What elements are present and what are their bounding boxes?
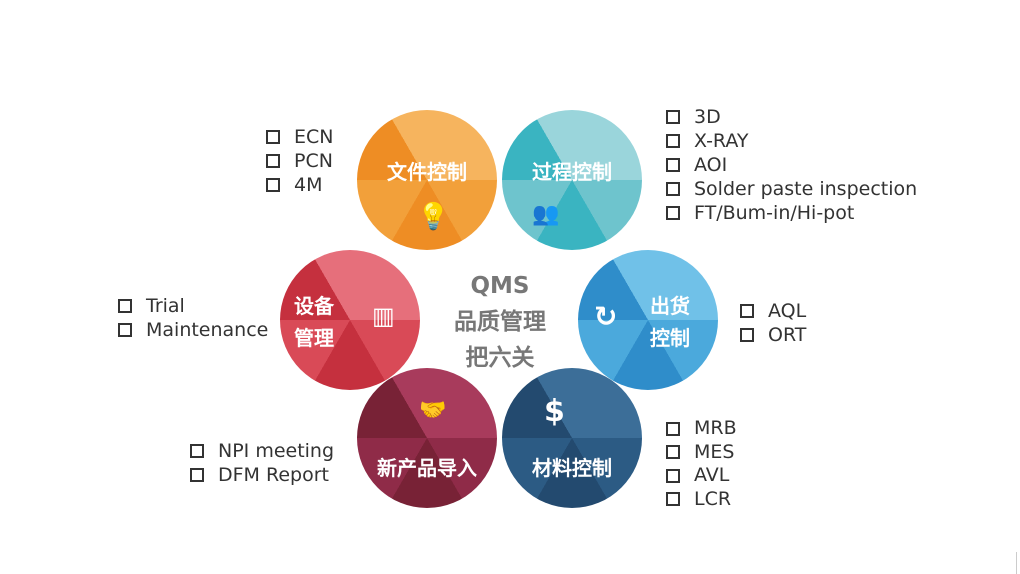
circle-document-control: 文件控制 💡 — [357, 110, 497, 250]
checkbox-square-icon — [740, 304, 754, 318]
list-item-label: AOI — [694, 154, 728, 176]
list-item: MES — [666, 441, 737, 465]
list-item-label: ECN — [294, 126, 334, 148]
circle-label-line2: 管理 — [294, 326, 334, 350]
list-item-label: MRB — [694, 417, 737, 439]
list-item: Trial — [118, 294, 268, 318]
checkbox-square-icon — [666, 158, 680, 172]
circle-label: 过程控制 — [532, 160, 612, 184]
list-item-label: X-RAY — [694, 130, 749, 152]
bar-chart-icon: ▥ — [372, 302, 395, 330]
circle-new-product-introduction: 新产品导入 🤝 — [357, 368, 497, 508]
checkbox-square-icon — [666, 468, 680, 483]
circle-label: 新产品导入 — [377, 456, 477, 480]
list-item-label: LCR — [694, 487, 732, 510]
list-item: ECN — [266, 125, 333, 149]
circle-label-line1: 设备 — [294, 294, 334, 318]
circle-label-line2: 控制 — [650, 326, 690, 350]
circle-process-control: 过程控制 👥 — [502, 110, 642, 250]
list-item-label: PCN — [294, 150, 333, 172]
checkbox-square-icon — [190, 468, 204, 482]
checkbox-square-icon — [190, 444, 204, 458]
checkbox-square-icon — [666, 492, 680, 507]
circle-label-line1: 出货 — [650, 294, 690, 318]
checkbox-square-icon — [666, 445, 680, 460]
circle-label: 文件控制 — [387, 160, 467, 184]
list-item: ORT — [740, 323, 806, 347]
list-item: DFM Report — [190, 463, 334, 487]
list-item: 3D — [666, 105, 917, 129]
center-line2: 品质管理 — [454, 309, 546, 335]
list-item-label: ORT — [768, 324, 807, 346]
checkbox-square-icon — [118, 323, 132, 337]
list-item-label: DFM Report — [218, 464, 329, 486]
list-item: Maintenance — [118, 318, 268, 342]
list-item-label: FT/Bum-in/Hi-pot — [694, 202, 855, 224]
checkbox-square-icon — [266, 130, 280, 144]
list-item-label: MES — [694, 440, 735, 463]
circle-material-control: 材料控制 $ — [502, 368, 642, 508]
dollar-icon: $ — [544, 394, 565, 429]
list-item: NPI meeting — [190, 439, 334, 463]
list-item: AOI — [666, 153, 917, 177]
center-line1: QMS — [470, 273, 530, 299]
list-item-label: AQL — [768, 300, 807, 322]
list-item-label: Maintenance — [146, 319, 269, 341]
list-item-label: NPI meeting — [218, 440, 335, 462]
list-item-label: Trial — [146, 295, 185, 317]
center-title: QMS 品质管理 把六关 — [430, 268, 570, 376]
checkbox-square-icon — [118, 299, 132, 313]
list-item: Solder paste inspection — [666, 177, 917, 201]
checkbox-square-icon — [740, 328, 754, 342]
handshake-icon: 🤝 — [419, 398, 447, 423]
circle-equipment-management: 设备 管理 ▥ — [280, 250, 420, 390]
list-item-label: 3D — [694, 106, 721, 128]
list-item-label: AVL — [694, 464, 730, 486]
cycle-icon: ↻ — [594, 300, 618, 333]
circles-area: 文件控制 💡 过程控制 👥 设备 管理 ▥ 出货 控制 ↻ 新产品导入 🤝 材料… — [280, 110, 718, 508]
list-item: X-RAY — [666, 129, 917, 153]
list-item: FT/Bum-in/Hi-pot — [666, 201, 917, 225]
list-item-label: 4M — [294, 174, 323, 196]
list-item: 4M — [266, 173, 333, 197]
checkbox-square-icon — [666, 182, 680, 196]
lightbulb-icon: 💡 — [417, 202, 450, 232]
checkbox-square-icon — [266, 154, 280, 168]
list-item: LCR — [666, 488, 737, 512]
list-item: AQL — [740, 299, 806, 323]
checkbox-square-icon — [666, 134, 680, 148]
checkbox-square-icon — [666, 421, 680, 436]
checkbox-square-icon — [666, 206, 680, 220]
center-line3: 把六关 — [465, 345, 535, 371]
checkbox-square-icon — [666, 110, 680, 124]
list-item: AVL — [666, 464, 737, 488]
circle-label: 材料控制 — [532, 456, 612, 480]
list-item-label: Solder paste inspection — [694, 178, 918, 200]
users-icon: 👥 — [532, 202, 560, 227]
checkbox-square-icon — [266, 178, 280, 192]
list-item: MRB — [666, 417, 737, 441]
list-item: PCN — [266, 149, 333, 173]
corner-mark — [1016, 552, 1017, 574]
circle-shipping-control: 出货 控制 ↻ — [578, 250, 718, 390]
